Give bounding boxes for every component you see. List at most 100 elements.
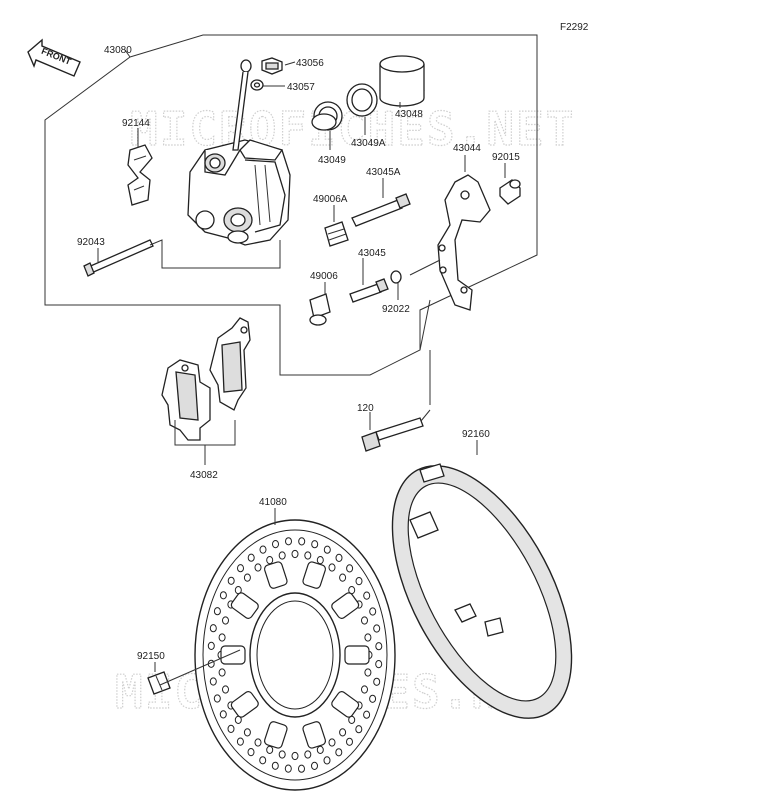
- disc-hole: [339, 573, 347, 582]
- disc-hole: [266, 745, 274, 755]
- diagram-code: F2292: [560, 22, 589, 33]
- bracket-bolt: [361, 417, 424, 452]
- disc-hole: [311, 761, 318, 771]
- disc-hole: [278, 551, 286, 560]
- disc-hole: [346, 564, 354, 573]
- label-92144: 92144: [122, 118, 150, 129]
- label-43045A: 43045A: [366, 167, 401, 178]
- label-43080: 43080: [104, 45, 132, 56]
- front-arrow-icon: FRONT: [27, 38, 81, 77]
- label-92160: 92160: [462, 429, 490, 440]
- disc-hole: [219, 591, 227, 600]
- label-92015: 92015: [492, 152, 520, 163]
- part-labels: 43080 43056 43057 43048 92144 43049A 430…: [77, 45, 520, 662]
- disc-hole: [272, 540, 279, 549]
- disc-window: [230, 592, 259, 619]
- disc-window: [220, 645, 246, 665]
- disc-hole: [222, 616, 229, 625]
- disc-hole: [243, 573, 251, 582]
- disc-hole: [271, 761, 279, 770]
- label-41080: 41080: [259, 497, 287, 508]
- disc-hole: [355, 577, 363, 586]
- disc-window: [302, 721, 327, 749]
- label-43049: 43049: [318, 155, 346, 166]
- pad-pin: [83, 239, 154, 277]
- caliper-piston: [379, 55, 425, 107]
- brake-pad-inner: [209, 317, 251, 411]
- brake-disc: [194, 519, 396, 791]
- circlip: [390, 270, 402, 284]
- disc-hole: [213, 694, 221, 703]
- disc-window: [263, 721, 288, 749]
- hanger-clip: [232, 59, 252, 151]
- disc-hole: [218, 633, 226, 642]
- label-43044: 43044: [453, 143, 481, 154]
- label-43082: 43082: [190, 470, 218, 481]
- disc-hole: [364, 668, 372, 677]
- disc-hole: [291, 751, 299, 761]
- disc-window: [263, 561, 288, 589]
- disc-hole: [222, 685, 229, 694]
- disc-bolt: [147, 671, 171, 695]
- leader-lines: [97, 49, 506, 686]
- disc-hole: [373, 624, 381, 633]
- disc-hole: [364, 633, 372, 642]
- disc-hole: [207, 641, 215, 651]
- disc-window: [230, 691, 259, 718]
- disc-hole: [339, 728, 347, 737]
- disc-hole: [236, 737, 244, 746]
- label-43048: 43048: [395, 109, 423, 120]
- bracket-bushing: [499, 179, 521, 205]
- caliper-assembly-outline: [44, 34, 538, 376]
- disc-hole: [298, 537, 306, 546]
- disc-window: [331, 592, 360, 619]
- disc-hole: [209, 624, 217, 633]
- disc-window: [344, 645, 370, 665]
- disc-hole: [266, 556, 274, 565]
- label-43056: 43056: [296, 58, 324, 69]
- brake-pad-outer: [161, 359, 211, 441]
- disc-hole: [284, 764, 292, 773]
- disc-hole: [247, 553, 255, 562]
- disc-hole: [304, 551, 312, 560]
- disc-hole: [209, 677, 217, 686]
- disc-hole: [259, 756, 267, 765]
- disc-hole: [316, 556, 324, 565]
- disc-hole: [227, 576, 235, 585]
- disc-hole: [369, 607, 377, 616]
- slide-boot-a: [324, 221, 349, 247]
- label-49006A: 49006A: [313, 194, 348, 205]
- disc-hole: [369, 694, 377, 703]
- disc-hole: [355, 725, 363, 734]
- label-43045: 43045: [358, 248, 386, 259]
- disc-hole: [328, 563, 336, 572]
- disc-hole: [363, 710, 371, 719]
- disc-hole: [247, 748, 255, 757]
- label-43057: 43057: [287, 82, 315, 93]
- disc-hole: [213, 607, 221, 616]
- label-92150: 92150: [137, 651, 165, 662]
- disc-hole: [291, 549, 299, 559]
- disc-hole: [285, 537, 292, 546]
- disc-hole: [311, 540, 319, 549]
- disc-hole: [363, 591, 371, 600]
- disc-hole: [346, 737, 353, 746]
- disc-hole: [335, 553, 343, 563]
- slide-pin-a: [351, 193, 411, 227]
- disc-hole: [219, 710, 227, 719]
- disc-hole: [254, 563, 262, 572]
- pad-spring: [127, 144, 153, 206]
- caliper-bracket: [437, 174, 491, 311]
- disc-hole: [373, 677, 381, 686]
- piston-seal: [311, 101, 343, 131]
- label-120: 120: [357, 403, 374, 414]
- disc-hole: [298, 764, 305, 773]
- disc-hole: [323, 756, 331, 765]
- disc-hole: [361, 616, 368, 625]
- dust-seal: [346, 83, 378, 117]
- label-49006: 49006: [310, 271, 338, 282]
- disc-hole: [335, 748, 343, 757]
- label-43049A: 43049A: [351, 138, 386, 149]
- disc-hole: [375, 642, 383, 651]
